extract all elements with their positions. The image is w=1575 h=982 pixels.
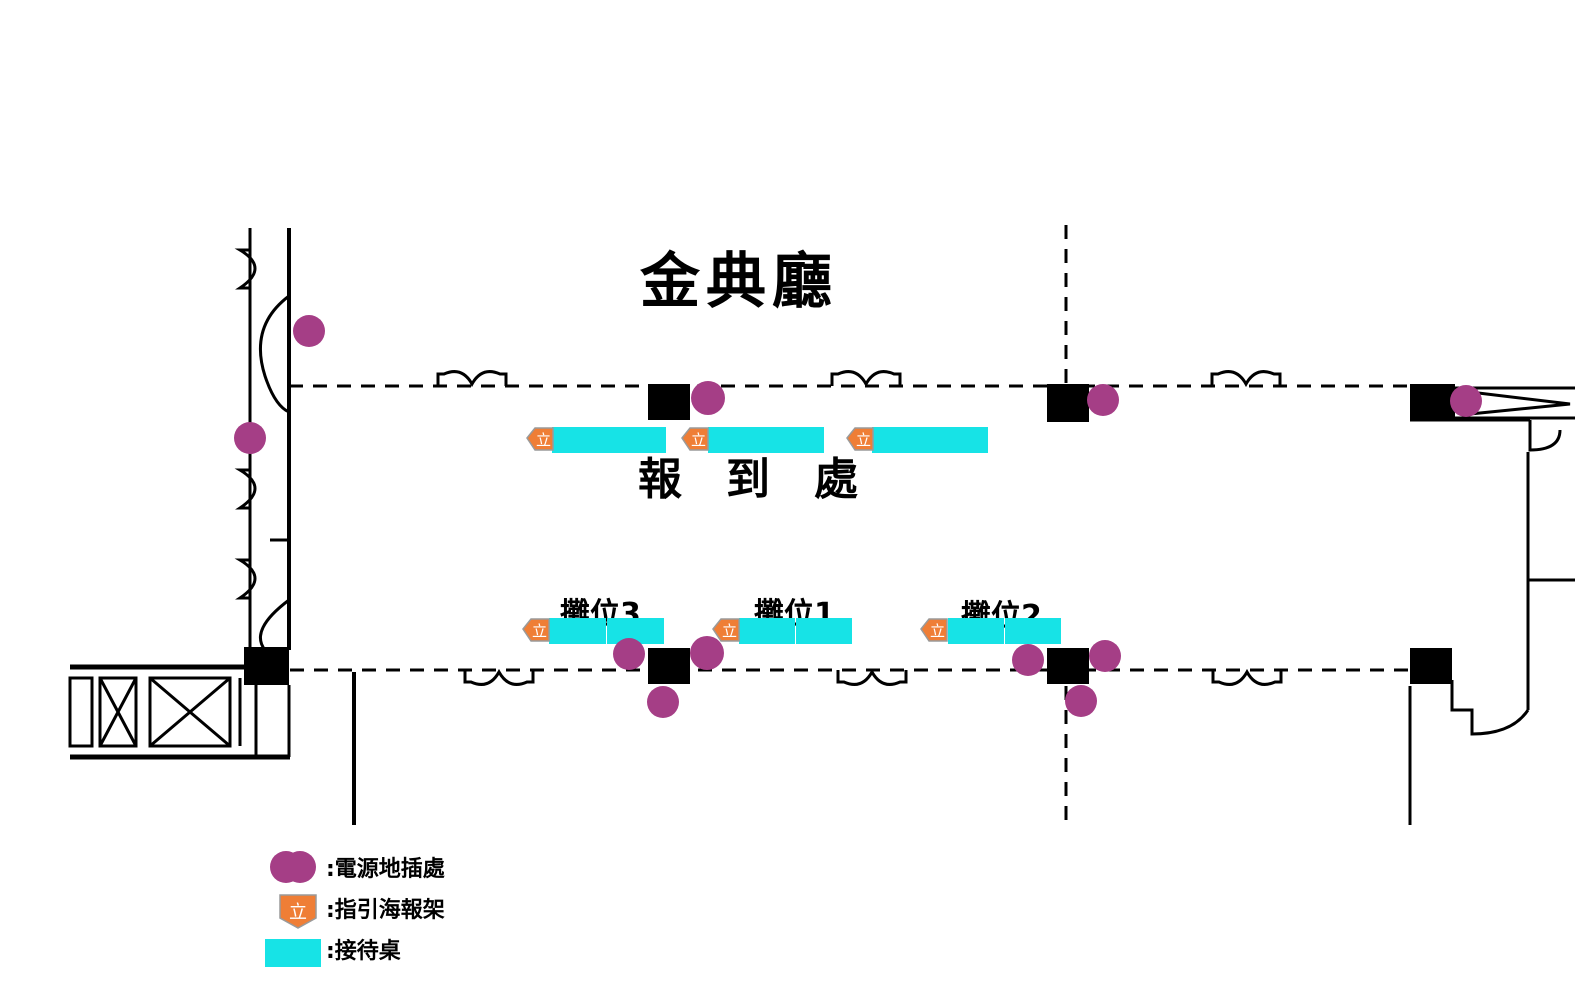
power-outlet-icon	[234, 422, 266, 454]
poster-stands-upper: 立 立 立	[526, 427, 874, 451]
svg-text:立: 立	[856, 431, 871, 449]
power-outlet-icon	[293, 315, 325, 347]
legend-desk: :接待桌	[265, 938, 402, 967]
booth-2: 攤位2 立	[920, 599, 1061, 644]
power-outlet-icon	[1012, 644, 1044, 676]
svg-text:立: 立	[930, 622, 945, 640]
power-outlet-icon	[613, 638, 645, 670]
right-wall	[1408, 386, 1575, 825]
power-outlet-icon	[1065, 685, 1097, 717]
reception-desks-upper	[552, 427, 988, 453]
legend-outlet-label: :電源地插處	[326, 857, 445, 882]
booth-desk	[796, 618, 852, 644]
poster-stand-icon: 立	[526, 427, 554, 451]
booth-desk	[739, 618, 795, 644]
power-outlet-icon	[1450, 385, 1482, 417]
reception-desk	[708, 427, 824, 453]
power-outlets	[234, 315, 1482, 718]
booth-3: 攤位3 立	[522, 597, 664, 644]
power-outlet-icon	[284, 851, 316, 883]
legend-poster-stand-label: :指引海報架	[326, 897, 445, 923]
svg-text:立: 立	[722, 622, 737, 640]
svg-text:立: 立	[289, 902, 307, 923]
reception-title: 報 到 處	[638, 454, 858, 505]
poster-stand-icon: 立	[846, 427, 874, 451]
reception-desk	[552, 427, 666, 453]
booth-desk	[1005, 618, 1061, 644]
svg-text:立: 立	[691, 431, 706, 449]
upper-doors	[436, 370, 1282, 388]
power-outlet-icon	[1089, 640, 1121, 672]
booth-desk	[549, 618, 606, 644]
pillars	[648, 384, 1455, 684]
hall-title: 金典廳	[640, 247, 838, 317]
booth-desk	[948, 618, 1004, 644]
power-outlet-icon	[1087, 384, 1119, 416]
poster-stand-icon	[279, 894, 317, 929]
lower-left-stairs	[68, 664, 291, 760]
partition-lines	[289, 225, 1410, 825]
lower-doors	[463, 668, 1283, 686]
power-outlet-icon	[690, 636, 724, 670]
svg-text:立: 立	[532, 622, 547, 640]
legend-outlet: :電源地插處	[270, 851, 445, 883]
reception-desk	[872, 427, 988, 453]
reception-desk-icon	[265, 939, 321, 967]
legend-poster-stand: 立 :指引海報架	[279, 894, 445, 929]
legend-desk-label: :接待桌	[326, 938, 402, 964]
power-outlet-icon	[691, 381, 725, 415]
svg-text:立: 立	[536, 431, 551, 449]
pillar	[244, 647, 289, 685]
poster-stand-icon: 立	[522, 618, 550, 642]
poster-stand-icon: 立	[712, 618, 740, 642]
legend: :電源地插處 立 :指引海報架 :接待桌	[265, 851, 445, 967]
booth-1: 攤位1 立	[712, 597, 852, 644]
poster-stand-icon: 立	[681, 427, 709, 451]
power-outlet-icon	[647, 686, 679, 718]
poster-stand-icon: 立	[920, 618, 948, 642]
